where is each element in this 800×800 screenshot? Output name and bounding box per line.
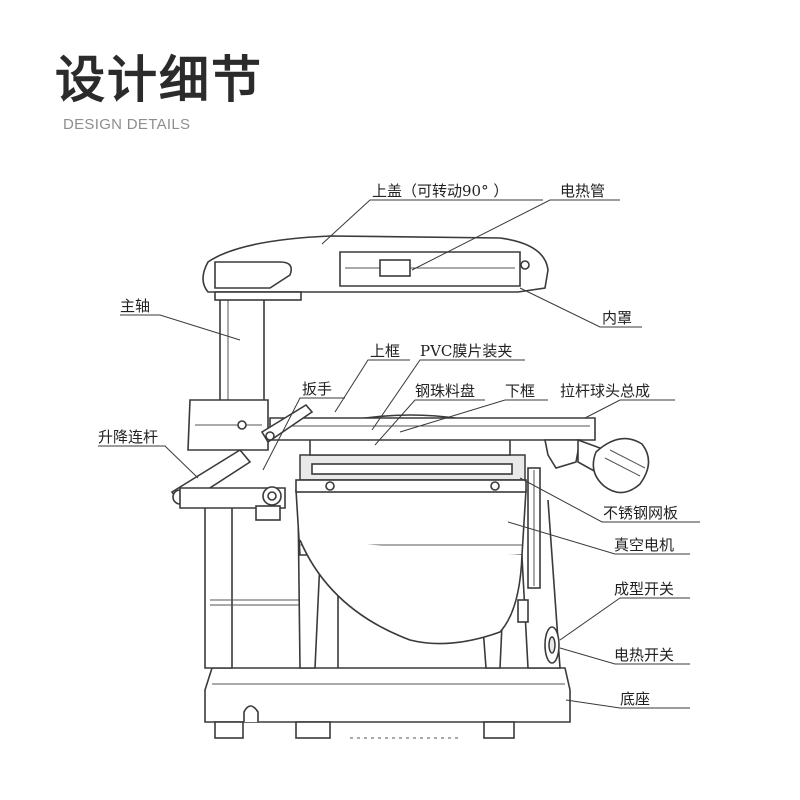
slider-block <box>187 399 314 451</box>
label-stainless-mesh-plate: 不锈钢网板 <box>603 504 678 522</box>
base-part <box>204 667 571 739</box>
label-top-cover: 上盖（可转动90° ） <box>372 182 508 200</box>
label-heating-switch: 电热开关 <box>614 646 674 664</box>
label-base: 底座 <box>620 690 650 708</box>
upper-frame <box>269 417 596 469</box>
label-main-shaft: 主轴 <box>120 297 150 315</box>
label-vacuum-motor: 真空电机 <box>614 536 674 554</box>
label-heating-tube: 电热管 <box>560 182 605 200</box>
pull-rod-ball-head <box>577 437 650 494</box>
label-forming-switch: 成型开关 <box>614 580 674 598</box>
leader-lines <box>98 199 700 709</box>
left-column <box>204 499 300 669</box>
label-pull-rod-ball-assembly: 拉杆球头总成 <box>560 382 650 400</box>
label-inner-cover: 内罩 <box>602 309 632 327</box>
switch-knob <box>544 626 560 664</box>
label-wrench: 扳手 <box>302 380 332 398</box>
label-lifting-link: 升降连杆 <box>98 428 158 446</box>
page-subtitle: DESIGN DETAILS <box>63 116 191 133</box>
page-title: 设计细节 <box>55 51 263 109</box>
top-cover <box>202 235 549 301</box>
label-lower-frame: 下框 <box>505 382 535 400</box>
label-upper-frame: 上框 <box>370 342 400 360</box>
vacuum-motor-bowl <box>295 489 527 645</box>
main-shaft <box>219 291 265 403</box>
label-bead-tray: 钢珠料盘 <box>415 382 475 400</box>
lifting-link <box>170 448 286 521</box>
label-pvc-clamp: PVC膜片装夹 <box>420 342 512 360</box>
